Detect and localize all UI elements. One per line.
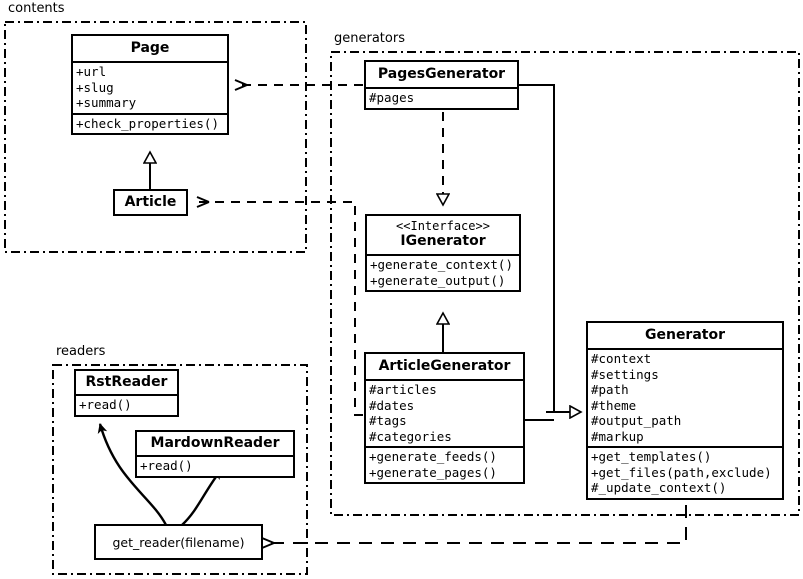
package-label-generators: generators: [332, 31, 407, 46]
package-frame-generators: [330, 51, 800, 516]
class-box-articlegenerator[interactable]: ArticleGenerator #articles #dates #tags …: [364, 352, 525, 484]
attribute-categories: #categories: [369, 428, 452, 444]
attribute-markup: #markup: [591, 428, 644, 444]
function-name-get-reader: get_reader(filename): [112, 534, 245, 550]
package-label-contents: contents: [6, 1, 67, 16]
class-attributes-pagesgenerator: #pages: [366, 87, 517, 108]
package-label-readers: readers: [54, 344, 108, 359]
class-box-mardownreader[interactable]: MardownReader +read(): [135, 430, 295, 478]
attribute-tags: #tags: [369, 413, 407, 428]
method-get-templates: +get_templates(): [591, 449, 712, 464]
class-name-generator: Generator: [644, 327, 725, 343]
class-methods-igenerator: +generate_context() +generate_output(): [367, 254, 519, 290]
class-name-pagesgenerator: PagesGenerator: [377, 66, 506, 82]
method-get-files: +get_files(path,exclude): [591, 464, 772, 480]
edge-generators-inherit-generator: [519, 84, 581, 421]
class-attributes-articlegenerator: #articles #dates #tags #categories: [366, 379, 523, 446]
class-methods-articlegenerator: +generate_feeds() +generate_pages(): [366, 446, 523, 482]
class-name-rstreader: RstReader: [85, 374, 168, 390]
package-frame-readers: [52, 364, 308, 575]
class-methods-rstreader: +read(): [76, 394, 177, 415]
attribute-articles: #articles: [369, 382, 437, 397]
method-generate-pages: +generate_pages(): [369, 464, 497, 480]
class-box-page[interactable]: Page +url +slug +summary +check_properti…: [71, 34, 229, 135]
attribute-summary: +summary: [76, 95, 137, 110]
method-read-markdown: +read(): [140, 458, 193, 473]
class-attributes-page: +url +slug +summary: [73, 61, 227, 113]
class-name-article: Article: [124, 194, 177, 210]
edge-generator-uses-getreader: [261, 505, 687, 549]
edge-articlegenerator-uses-article: [196, 196, 363, 416]
method-check-properties: +check_properties(): [76, 115, 219, 131]
function-box-get-reader[interactable]: get_reader(filename): [94, 524, 263, 560]
attribute-context: #context: [591, 351, 652, 366]
attribute-theme: #theme: [591, 397, 637, 413]
class-name-igenerator: IGenerator: [400, 233, 486, 249]
attribute-dates: #dates: [369, 397, 415, 413]
class-box-rstreader[interactable]: RstReader +read(): [74, 369, 179, 417]
edge-getreader-calls-mardownreader: [181, 469, 222, 526]
class-box-pagesgenerator[interactable]: PagesGenerator #pages: [364, 60, 519, 110]
attribute-path: #path: [591, 382, 629, 397]
class-methods-generator: +get_templates() +get_files(path,exclude…: [588, 446, 782, 498]
method-generate-context: +generate_context(): [370, 257, 513, 272]
class-box-generator[interactable]: Generator #context #settings #path #them…: [586, 321, 784, 500]
edge-getreader-calls-rstreader: [97, 423, 168, 526]
method-generate-output: +generate_output(): [370, 272, 506, 288]
attribute-slug: +slug: [76, 79, 114, 95]
class-stereotype-igenerator: <<Interface>>: [396, 219, 490, 233]
attribute-output-path: #output_path: [591, 413, 682, 428]
attribute-pages: #pages: [369, 90, 415, 105]
class-methods-page: +check_properties(): [73, 112, 227, 134]
class-name-page: Page: [130, 40, 170, 56]
method-read-rst: +read(): [79, 397, 132, 412]
class-attributes-generator: #context #settings #path #theme #output_…: [588, 348, 782, 446]
class-box-igenerator[interactable]: <<Interface>> IGenerator +generate_conte…: [365, 214, 521, 292]
class-methods-mardownreader: +read(): [137, 455, 293, 476]
method-update-context: #_update_context(): [591, 480, 727, 495]
class-name-articlegenerator: ArticleGenerator: [378, 358, 511, 374]
attribute-url: +url: [76, 64, 107, 79]
class-name-mardownreader: MardownReader: [150, 435, 280, 451]
method-generate-feeds: +generate_feeds(): [369, 449, 497, 464]
class-box-article[interactable]: Article: [113, 189, 188, 216]
attribute-settings: #settings: [591, 366, 659, 382]
